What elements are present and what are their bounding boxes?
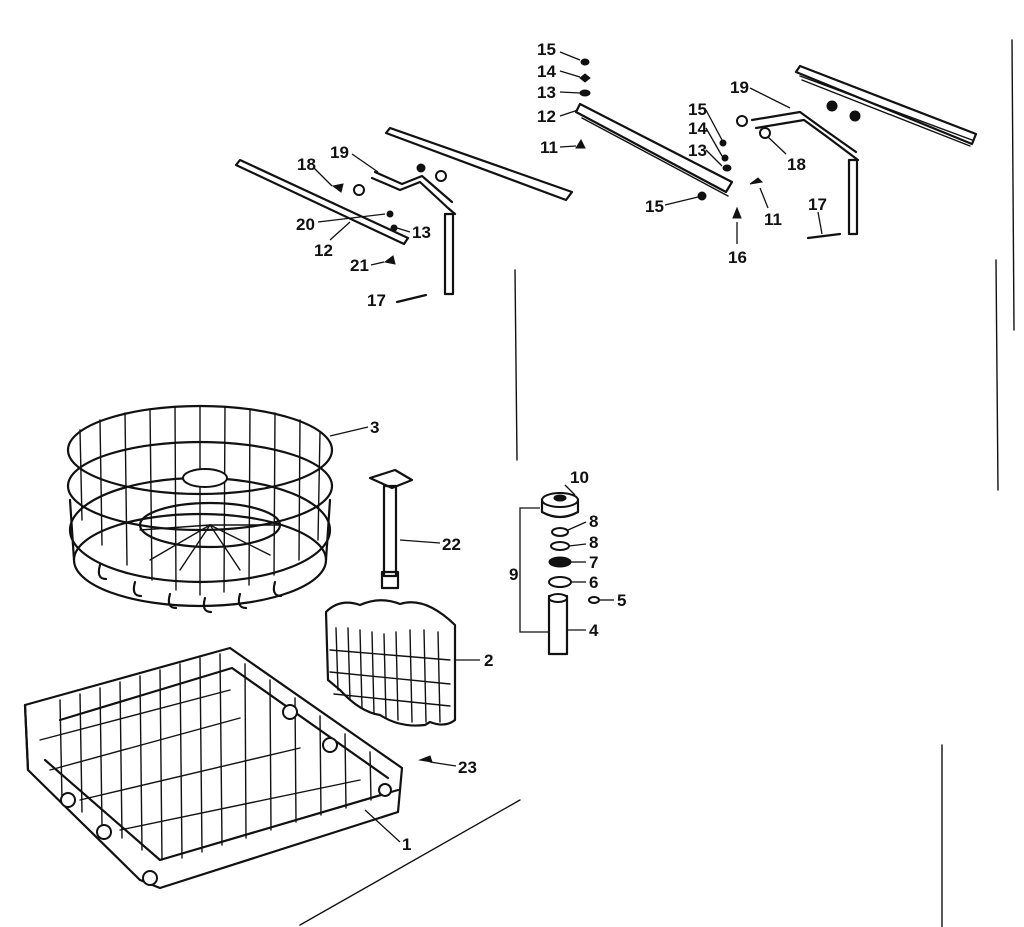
callout-4: 4 — [589, 621, 599, 640]
callout-13a: 13 — [537, 83, 556, 102]
callout-15b: 15 — [688, 100, 707, 119]
callout-11a: 11 — [540, 138, 558, 157]
upper-rack — [66, 404, 334, 614]
spray-assembly — [519, 492, 600, 656]
callout-8b: 8 — [589, 533, 598, 552]
callout-3: 3 — [370, 418, 379, 437]
callout-13c: 13 — [412, 223, 431, 242]
callout-17a: 17 — [367, 291, 386, 310]
callout-2: 2 — [484, 651, 493, 670]
callout-22: 22 — [442, 535, 461, 554]
callout-8a: 8 — [589, 512, 598, 531]
callout-1: 1 — [402, 835, 411, 854]
callouts: 3 22 2 23 1 10 8 8 7 6 5 4 9 15 14 13 12… — [296, 40, 827, 854]
callout-12a: 12 — [537, 107, 556, 126]
callout-14a: 14 — [537, 62, 556, 81]
left-track-assembly — [234, 126, 574, 304]
silverware-basket — [324, 468, 457, 727]
leader-lines — [313, 51, 823, 843]
callout-19b: 19 — [730, 78, 749, 97]
callout-18a: 18 — [297, 155, 316, 174]
scan-artifacts — [299, 39, 1015, 927]
callout-9: 9 — [509, 565, 518, 584]
callout-12b: 12 — [314, 241, 333, 260]
callout-19a: 19 — [330, 143, 349, 162]
callout-16: 16 — [728, 248, 747, 267]
callout-10: 10 — [570, 468, 589, 487]
callout-15a: 15 — [537, 40, 556, 59]
callout-13b: 13 — [688, 141, 707, 160]
lower-rack — [23, 646, 433, 890]
right-track-assembly — [574, 58, 978, 240]
callout-7: 7 — [589, 553, 598, 572]
callout-23: 23 — [458, 758, 477, 777]
callout-18b: 18 — [787, 155, 806, 174]
callout-6: 6 — [589, 573, 598, 592]
callout-20: 20 — [296, 215, 315, 234]
callout-15c: 15 — [645, 197, 664, 216]
callout-5: 5 — [617, 591, 626, 610]
callout-17b: 17 — [808, 195, 827, 214]
callout-21: 21 — [350, 256, 369, 275]
callout-14b: 14 — [688, 119, 707, 138]
callout-11b: 11 — [764, 210, 782, 229]
